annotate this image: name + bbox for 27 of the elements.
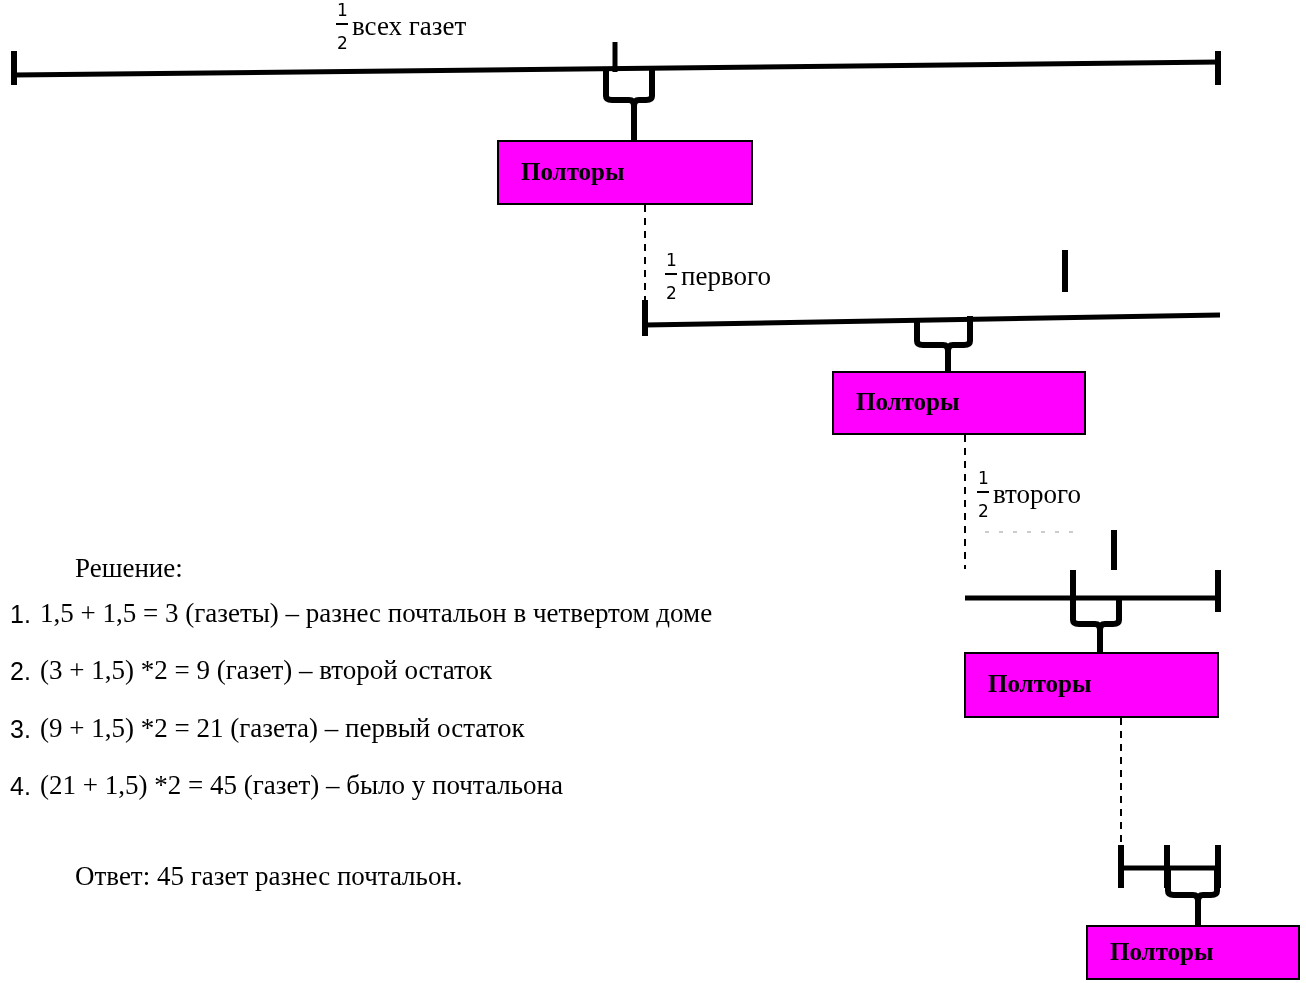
fraction-denominator: 2 [666,283,677,303]
fraction-numerator: 1 [666,250,677,270]
solution-step: (3 + 1,5) *2 = 9 (газет) – второй остаток [40,655,493,686]
heading-text: Решение: [75,553,183,584]
connector-line [644,204,646,301]
connector-line [964,434,966,570]
answer-text: Ответ: 45 газет разнес почтальон. [75,861,463,892]
solution-step: (21 + 1,5) *2 = 45 (газет) – было у почтальона [40,770,563,801]
list-number: 2. [10,657,31,686]
segment-bar [1116,845,1224,891]
list-number: 3. [10,715,31,744]
annotation-text: первого [681,261,771,292]
list-number: 4. [10,772,31,801]
process-box: Полторы [964,652,1219,718]
curly-brace-connector [914,313,973,374]
fraction-denominator: 2 [978,501,989,521]
annotation-text: второго [993,479,1081,510]
fraction-numerator: 1 [978,468,989,488]
solution-step: (9 + 1,5) *2 = 21 (газета) – первый остаток [40,713,525,744]
process-box: Полторы [832,371,1086,435]
list-number: 1. [10,600,31,629]
fraction-numerator: 1 [337,0,348,20]
fraction-denominator: 2 [337,33,348,53]
process-box: Полторы [1086,925,1300,980]
annotation-text: всех газет [352,11,467,42]
solution-step: 1,5 + 1,5 = 3 (газеты) – разнес почтальон в четвертом доме [40,598,713,629]
process-box: Полторы [497,140,753,205]
